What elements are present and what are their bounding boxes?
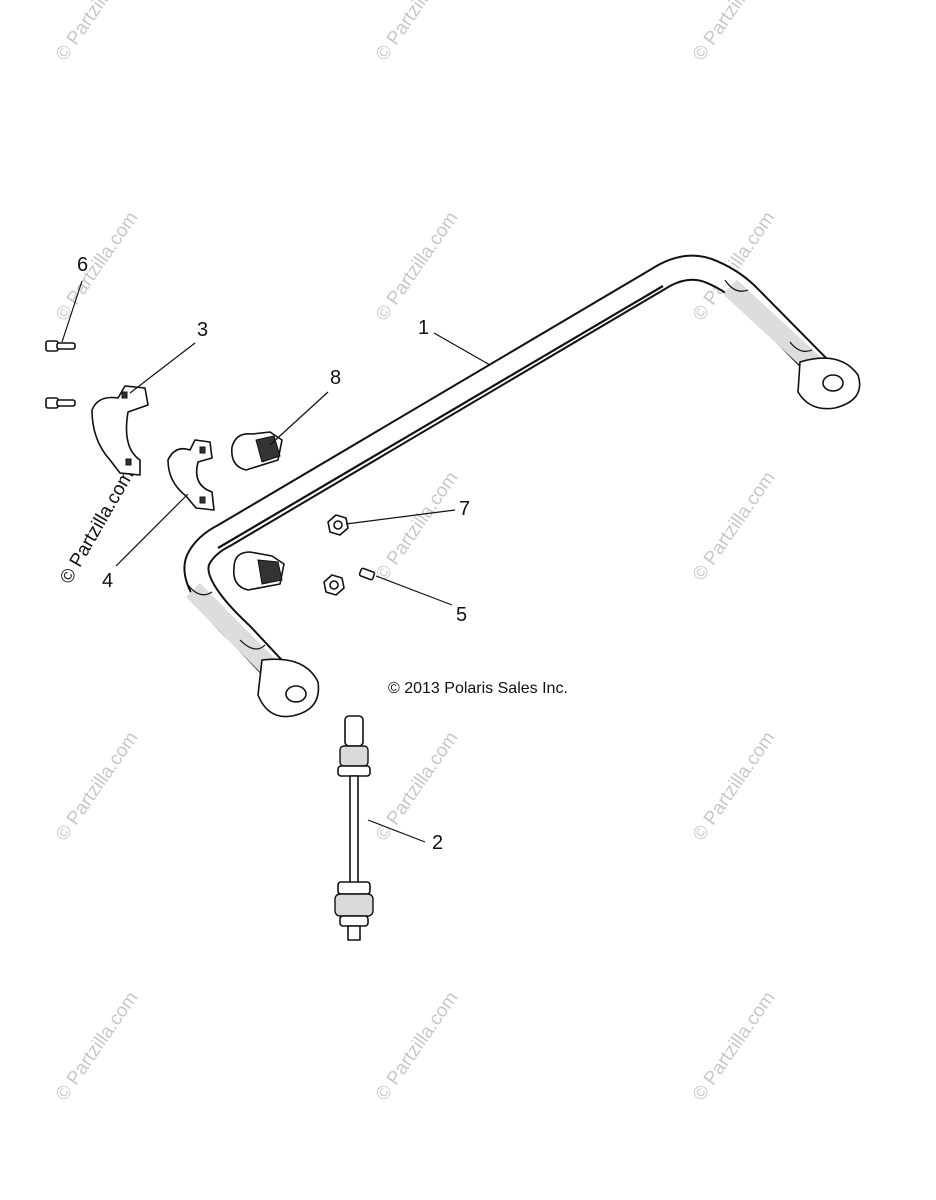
watermark: © Partzilla.com: [689, 728, 780, 845]
watermark: © Partzilla.com: [372, 208, 463, 325]
callout-5: 5: [456, 604, 467, 626]
callout-4: 4: [102, 570, 113, 592]
callout-3: 3: [197, 319, 208, 341]
watermark: © Partzilla.com: [372, 988, 463, 1105]
bracket-clamp-upper: [91, 385, 149, 476]
stabilizer-bar: [183, 254, 861, 718]
bracket-clamp-lower: [167, 439, 215, 511]
watermark: © Partzilla.com: [52, 988, 143, 1105]
leader-lines: [61, 280, 491, 843]
callout-1: 1: [418, 317, 429, 339]
watermark-layer: © Partzilla.com © Partzilla.com © Partzi…: [52, 0, 780, 1105]
copyright-notice: © 2013 Polaris Sales Inc.: [388, 680, 568, 697]
watermark: © Partzilla.com: [52, 728, 143, 845]
watermark: © Partzilla.com: [689, 988, 780, 1105]
watermark: © Partzilla.com: [372, 0, 463, 65]
watermark-dark: © Partzilla.com: [56, 466, 138, 587]
watermark: © Partzilla.com: [689, 0, 780, 65]
watermark: © Partzilla.com: [372, 468, 463, 585]
callout-8: 8: [330, 367, 341, 389]
callout-2: 2: [432, 832, 443, 854]
link-rod: [334, 715, 374, 941]
set-screw: [358, 567, 376, 581]
watermark: © Partzilla.com: [52, 208, 143, 325]
flange-nut: [323, 514, 349, 596]
flange-bolt: [45, 340, 76, 409]
watermark: © Partzilla.com: [689, 468, 780, 585]
watermark: © Partzilla.com: [52, 0, 143, 65]
bushing: [230, 431, 285, 591]
callout-7: 7: [459, 498, 470, 520]
callout-labels: 1 2 3 4 5 6 7 8: [77, 254, 470, 854]
callout-6: 6: [77, 254, 88, 276]
